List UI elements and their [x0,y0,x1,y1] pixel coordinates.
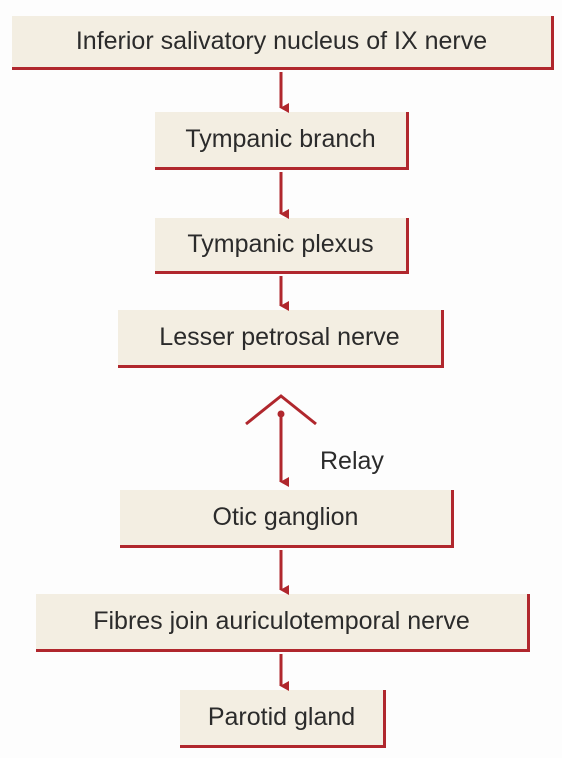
node-inferior-salivatory-nucleus: Inferior salivatory nucleus of IX nerve [12,16,554,70]
node-label: Tympanic plexus [187,230,374,258]
node-auriculotemporal-nerve: Fibres join auriculotemporal nerve [36,594,530,652]
node-otic-ganglion: Otic ganglion [120,490,454,548]
relay-label: Relay [320,447,384,475]
relay-synapse-fork [245,394,317,426]
node-parotid-gland: Parotid gland [180,690,386,748]
node-tympanic-plexus: Tympanic plexus [155,218,409,274]
node-label: Inferior salivatory nucleus of IX nerve [75,27,488,55]
node-label: Otic ganglion [212,503,359,531]
node-label: Lesser petrosal nerve [159,323,400,351]
node-label: Fibres join auriculotemporal nerve [93,607,470,635]
node-label: Parotid gland [207,703,356,731]
node-tympanic-branch: Tympanic branch [155,112,409,170]
node-lesser-petrosal-nerve: Lesser petrosal nerve [118,310,444,368]
node-label: Tympanic branch [185,125,376,153]
